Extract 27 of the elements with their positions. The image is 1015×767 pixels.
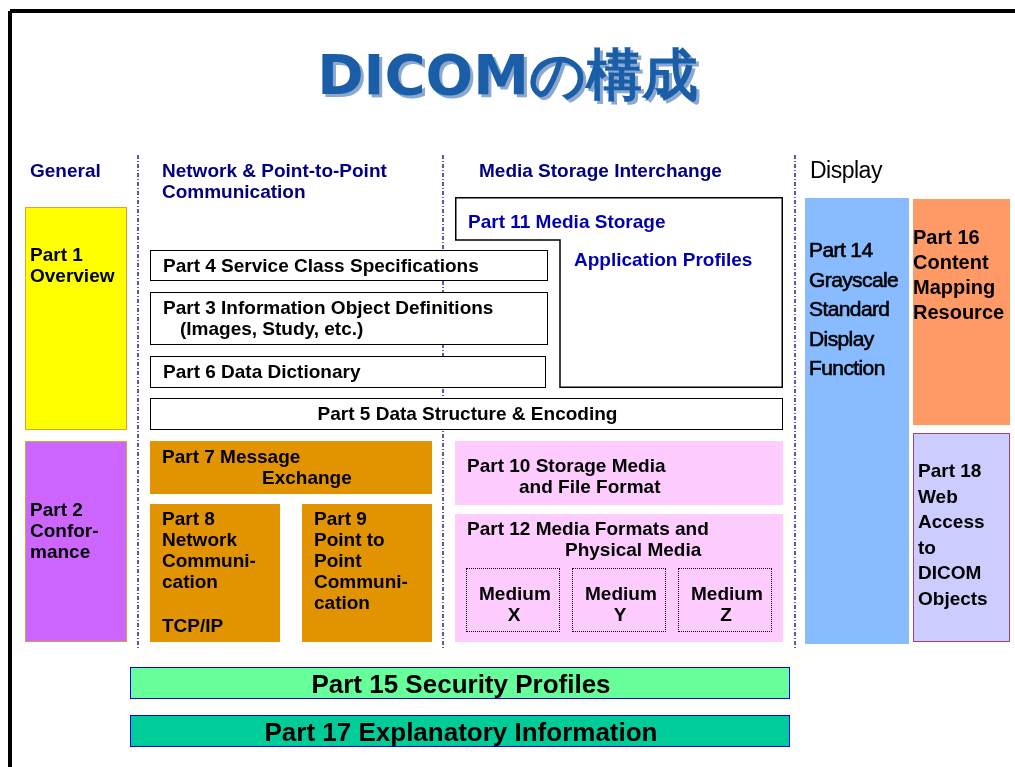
box-label: Part 2 Confor-mance: [30, 499, 100, 562]
box-label: Part 12 Media Formats and Physical Media: [467, 518, 710, 560]
box-label: Part 17 Explanatory Information: [263, 718, 659, 746]
box-label: Part 18 Web Access to DICOM Objects: [918, 459, 989, 611]
box-label: Part 1 Overview: [30, 244, 116, 286]
box-label: Part 8 Network Communi-cation: [162, 508, 257, 592]
column-heading: Display: [810, 156, 884, 184]
column-heading: General: [30, 160, 102, 181]
column-heading: Network & Point-to-Point Communication: [162, 160, 388, 202]
box-label: Part 16 Content Mapping Resource: [913, 225, 1006, 325]
box-label: Part 7 Message Exchange: [162, 446, 353, 488]
box-label: Part 11 Media Storage: [468, 211, 667, 232]
box-label: Part 4 Service Class Specifications: [163, 255, 480, 276]
box-label: Part 10 Storage Media and File Format: [467, 455, 667, 497]
box-label: Medium X: [479, 583, 549, 625]
box-label: Medium Y: [585, 583, 655, 625]
box-label: Part 14 Grayscale Standard Display Function: [809, 237, 900, 381]
box-label: Part 6 Data Dictionary: [163, 361, 362, 382]
box-label: Medium Z: [691, 583, 761, 625]
box-label: Application Profiles: [574, 249, 754, 270]
box-label: Part 15 Security Profiles: [310, 670, 612, 698]
box-label: Part 5 Data Structure & Encoding: [316, 403, 619, 424]
title: DICOMの構成: [316, 41, 699, 109]
box-label: TCP/IP: [162, 615, 225, 636]
column-heading: Media Storage Interchange: [479, 160, 723, 181]
box-label: Part 3 Information Object Definitions (Images, Study, etc.): [163, 297, 495, 339]
box-label: Part 9 Point to Point Communi-cation: [314, 508, 409, 613]
